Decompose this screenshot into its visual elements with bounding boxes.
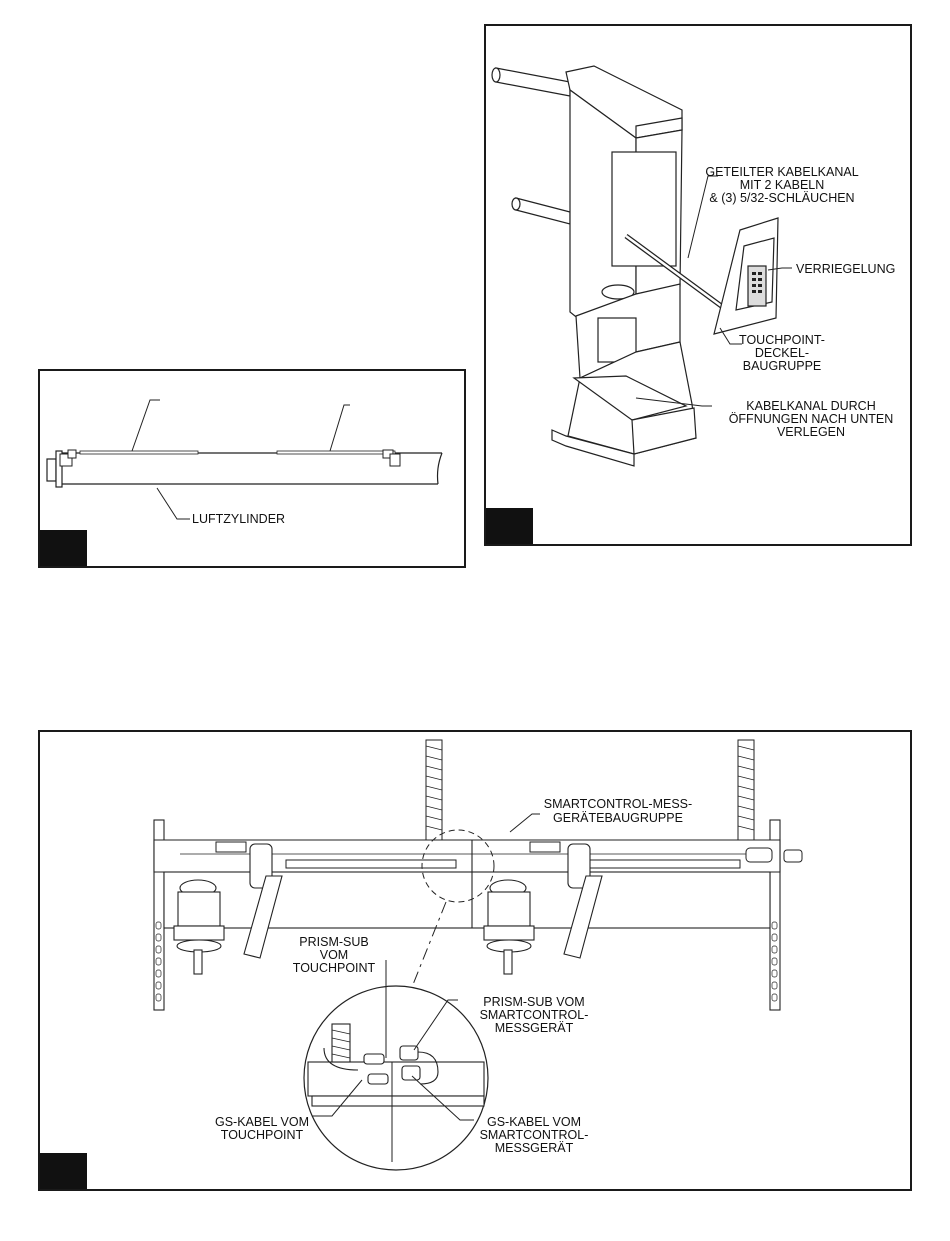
label-gs-touchpoint-2: TOUCHPOINT [221, 1128, 304, 1142]
label-prism-touchpoint-3: TOUCHPOINT [293, 961, 376, 975]
figure-air-cylinder: LUFTZYLINDER [38, 369, 466, 568]
figure-number-box [40, 530, 87, 566]
label-split-channel-1: GETEILTER KABELKANAL [705, 165, 858, 179]
touchpoint-drawing: GETEILTER KABELKANAL MIT 2 KABELN & (3) … [491, 65, 895, 467]
air-cylinder-drawing: LUFTZYLINDER [46, 399, 443, 526]
figure-touchpoint: GETEILTER KABELKANAL MIT 2 KABELN & (3) … [484, 24, 912, 546]
label-split-channel-3: & (3) 5/32-SCHLÄUCHEN [709, 191, 854, 205]
label-prism-touchpoint-1: PRISM-SUB [299, 935, 368, 949]
label-prism-smartcontrol-1: PRISM-SUB VOM [483, 995, 584, 1009]
label-cover-3: BAUGRUPPE [743, 359, 822, 373]
label-gs-smartcontrol-3: MESSGERÄT [495, 1141, 574, 1155]
figure-number-box [40, 1153, 87, 1189]
label-gs-smartcontrol-2: SMARTCONTROL- [480, 1128, 589, 1142]
label-gs-touchpoint-1: GS-KABEL VOM [215, 1115, 309, 1129]
figure-number-box [486, 508, 533, 544]
label-assembly-2: GERÄTEBAUGRUPPE [553, 811, 683, 825]
label-cover-1: TOUCHPOINT- [739, 333, 825, 347]
label-route-2: ÖFFNUNGEN NACH UNTEN [729, 412, 894, 426]
label-prism-smartcontrol-3: MESSGERÄT [495, 1021, 574, 1035]
label-gs-smartcontrol-1: GS-KABEL VOM [487, 1115, 581, 1129]
label-cover-2: DECKEL- [755, 346, 809, 360]
smartcontrol-drawing: SMARTCONTROL-MESS- GERÄTEBAUGRUPPE PRISM… [153, 739, 803, 1171]
label-prism-smartcontrol-2: SMARTCONTROL- [480, 1008, 589, 1022]
label-lock: VERRIEGELUNG [796, 262, 895, 276]
label-prism-touchpoint-2: VOM [320, 948, 348, 962]
label-route-3: VERLEGEN [777, 425, 845, 439]
label-air-cylinder: LUFTZYLINDER [192, 512, 285, 526]
label-split-channel-2: MIT 2 KABELN [740, 178, 825, 192]
label-assembly-1: SMARTCONTROL-MESS- [544, 797, 692, 811]
label-route-1: KABELKANAL DURCH [746, 399, 875, 413]
figure-smartcontrol: SMARTCONTROL-MESS- GERÄTEBAUGRUPPE PRISM… [38, 730, 912, 1191]
